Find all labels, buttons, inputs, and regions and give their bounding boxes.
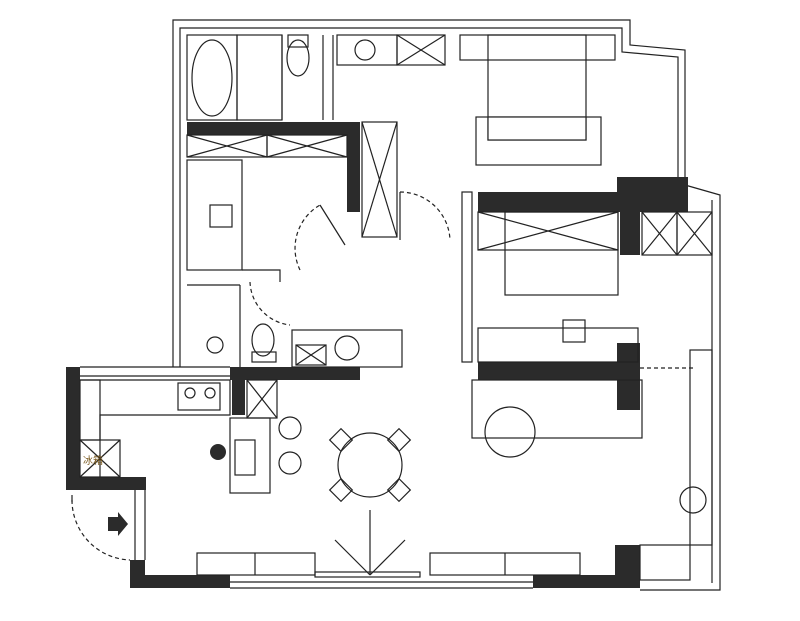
living-cabinets: [196, 510, 581, 578]
fridge-label: 冰箱: [83, 454, 103, 467]
wardrobes: [186, 121, 398, 282]
entry-arrow-icon: [108, 512, 128, 536]
bathroom: [186, 34, 446, 121]
sink-counter: [229, 417, 271, 494]
bathroom-2: [187, 284, 403, 368]
bedroom-2: [461, 191, 713, 363]
study: [471, 349, 713, 581]
bathtub: [191, 39, 233, 117]
dining-table: [328, 427, 412, 503]
toilet: [286, 39, 310, 77]
master-bed: [459, 34, 616, 166]
stove: [177, 382, 221, 411]
doors: [71, 191, 451, 561]
toilet: [251, 323, 275, 357]
shower: [206, 336, 224, 354]
kitchen: [79, 379, 302, 536]
outer-outline: [80, 19, 721, 591]
walls: [66, 122, 688, 588]
person-icon: [210, 444, 226, 460]
